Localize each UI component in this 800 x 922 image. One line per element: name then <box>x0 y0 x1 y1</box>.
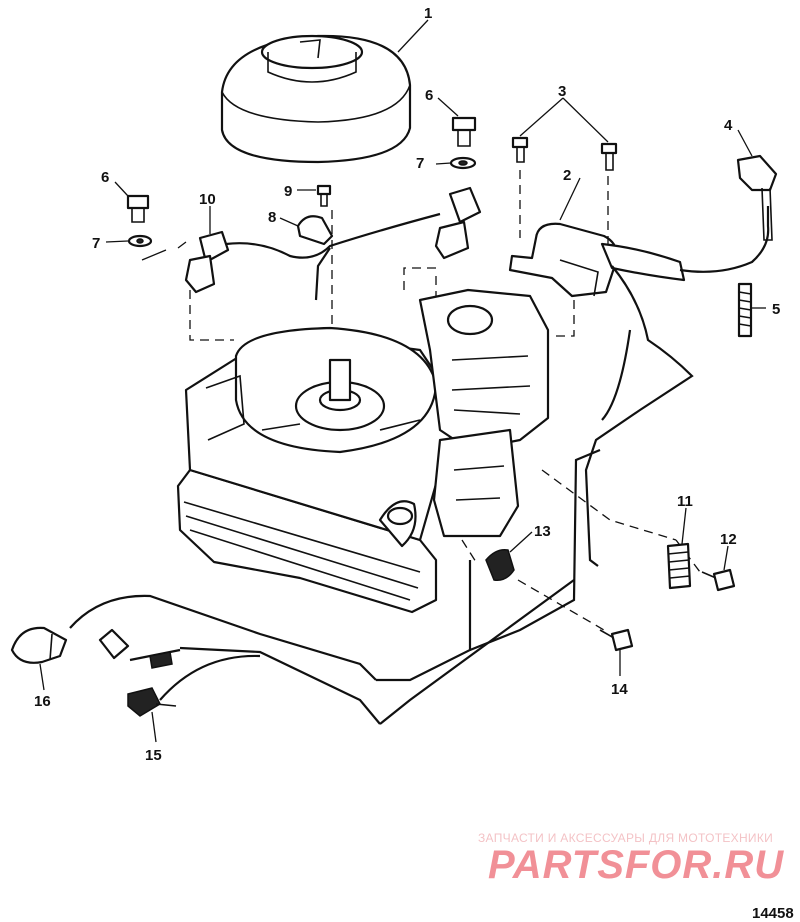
bolt-left <box>126 194 153 248</box>
bolt-upper <box>449 116 477 170</box>
clamp-8 <box>296 215 334 246</box>
wiring-harness <box>69 265 694 725</box>
callout-16: 16 <box>34 693 51 710</box>
callout-14: 14 <box>611 681 628 698</box>
screw-9 <box>316 184 332 207</box>
spring-5 <box>737 282 753 338</box>
relay-13 <box>485 548 515 582</box>
watermark: ЗАПЧАСТИ И АКСЕССУАРЫ ДЛЯ МОТОТЕХНИКИ PA… <box>478 831 784 887</box>
screw-14 <box>599 628 634 652</box>
screws-3 <box>511 136 618 171</box>
callout-15: 15 <box>145 747 162 764</box>
callout-6-left: 6 <box>101 169 109 186</box>
callout-4: 4 <box>724 117 733 134</box>
watermark-tagline: ЗАПЧАСТИ И АКСЕССУАРЫ ДЛЯ МОТОТЕХНИКИ <box>478 831 773 845</box>
leader-lines <box>39 19 766 743</box>
sensor-right <box>314 186 482 301</box>
drawing-number: 14458 <box>752 905 794 922</box>
spark-plug-boot <box>736 154 778 241</box>
flywheel-cover <box>220 34 412 164</box>
callout-labels: 1 2 3 4 5 6 7 6 7 8 9 10 11 12 13 14 15 … <box>34 5 780 764</box>
connector-16 <box>10 626 173 669</box>
callout-7-left: 7 <box>92 235 100 252</box>
powerhead-block <box>176 288 550 614</box>
callout-9: 9 <box>284 183 292 200</box>
terminal-15 <box>127 687 177 717</box>
callout-10: 10 <box>199 191 216 208</box>
callout-13: 13 <box>534 523 551 540</box>
watermark-brand: PARTSFOR.RU <box>488 843 784 887</box>
callout-8: 8 <box>268 209 276 226</box>
callout-6-upper: 6 <box>425 87 433 104</box>
callout-2: 2 <box>563 167 571 184</box>
sensor-left <box>184 212 441 294</box>
callout-7-upper: 7 <box>416 155 424 172</box>
callout-11: 11 <box>677 493 693 510</box>
callout-3: 3 <box>558 83 566 100</box>
ignition-coil <box>508 206 770 298</box>
grommet-11 <box>666 542 692 590</box>
callout-1: 1 <box>424 5 432 22</box>
screw-12 <box>701 568 736 592</box>
callout-12: 12 <box>720 531 737 548</box>
callout-5: 5 <box>772 301 780 318</box>
